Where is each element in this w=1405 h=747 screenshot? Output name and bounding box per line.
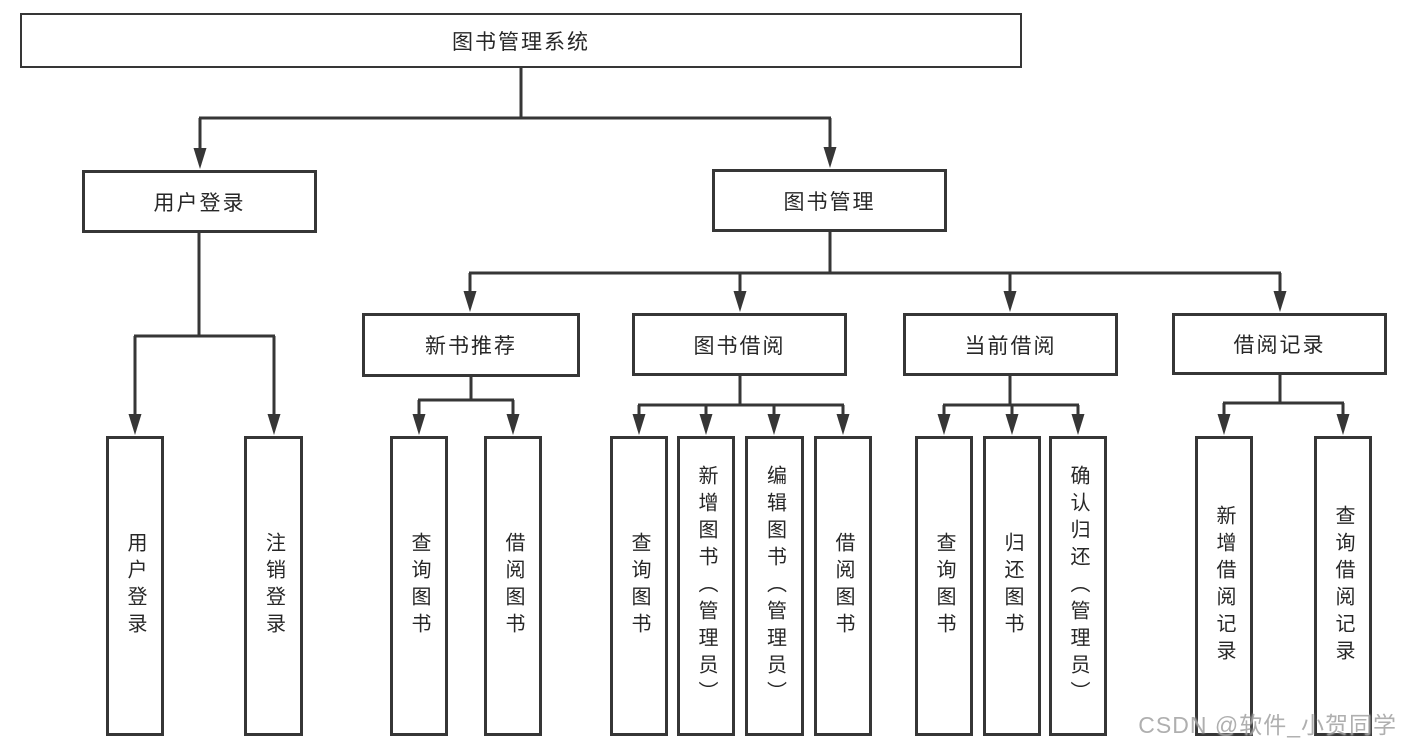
leaf-query-books-recommend: 查询图书: [390, 436, 448, 736]
leaf-logout: 注销登录: [244, 436, 303, 736]
leaf-borrow-books: 借阅图书: [814, 436, 872, 736]
node-label: 编辑图书（管理员）: [763, 464, 786, 708]
arrowheads: [128, 147, 1350, 435]
node-library-system: 图书管理系统: [20, 13, 1022, 68]
node-label: 新增借阅记录: [1213, 505, 1235, 667]
node-label: 借阅记录: [1233, 334, 1326, 357]
node-label: 图书借阅: [693, 334, 786, 358]
node-current-borrowing: 当前借阅: [903, 313, 1118, 376]
leaf-query-borrow-record: 查询借阅记录: [1314, 436, 1372, 736]
node-label: 借阅图书: [502, 532, 524, 640]
node-label: 用户登录: [124, 532, 146, 640]
node-label: 归还图书: [1001, 532, 1023, 640]
node-label: 注销登录: [262, 532, 285, 640]
node-label: 查询图书: [933, 532, 955, 640]
node-new-book-recommendation: 新书推荐: [362, 313, 580, 377]
connector-strokes: [133, 68, 1345, 421]
node-label: 用户登录: [153, 191, 246, 215]
node-label: 查询图书: [408, 532, 430, 640]
node-label: 借阅图书: [832, 532, 854, 640]
node-borrowing-records: 借阅记录: [1172, 313, 1387, 375]
node-label: 确认归还（管理员）: [1067, 464, 1089, 708]
node-label: 查询图书: [628, 532, 650, 640]
node-label: 图书管理系统: [452, 30, 590, 54]
leaf-user-login: 用户登录: [106, 436, 164, 736]
node-book-borrowing: 图书借阅: [632, 313, 847, 376]
leaf-query-books-borrow: 查询图书: [610, 436, 668, 736]
node-label: 当前借阅: [964, 334, 1057, 358]
leaf-confirm-return-admin: 确认归还（管理员）: [1049, 436, 1107, 736]
node-label: 新书推荐: [425, 335, 517, 358]
node-label: 新增图书（管理员）: [695, 464, 717, 708]
leaf-add-borrow-record: 新增借阅记录: [1195, 436, 1253, 736]
node-label: 查询借阅记录: [1332, 505, 1354, 667]
leaf-edit-book-admin: 编辑图书（管理员）: [745, 436, 804, 736]
node-label: 图书管理: [783, 190, 876, 214]
leaf-query-books-current: 查询图书: [915, 436, 973, 736]
leaf-return-books: 归还图书: [983, 436, 1041, 736]
leaf-borrow-books-recommend: 借阅图书: [484, 436, 542, 736]
node-user-login: 用户登录: [82, 170, 317, 233]
node-book-management: 图书管理: [712, 169, 947, 232]
leaf-add-book-admin: 新增图书（管理员）: [677, 436, 735, 736]
